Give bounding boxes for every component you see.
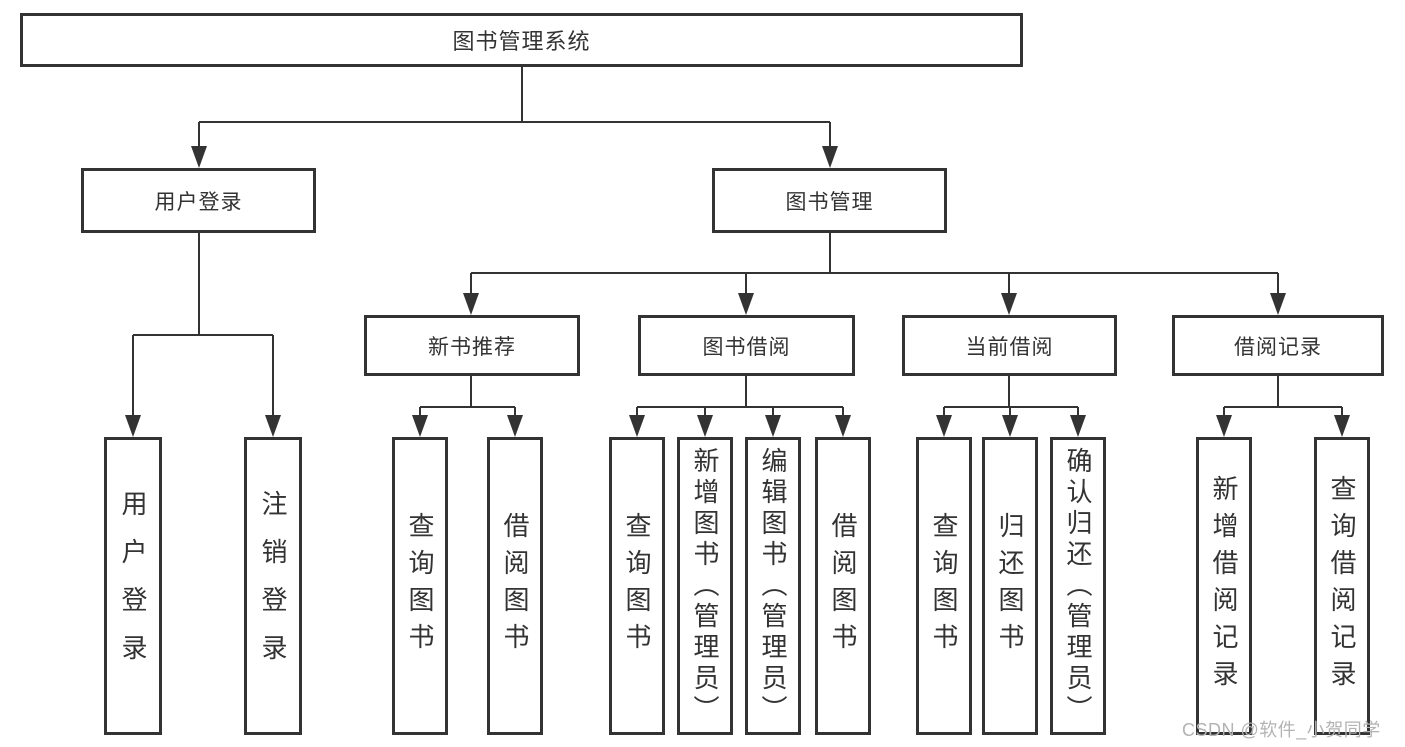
connector-root bbox=[198, 65, 831, 148]
node-label: 图书管理系统 bbox=[452, 29, 591, 54]
arrowhead-icon bbox=[738, 293, 754, 315]
node-label: 用户登录 bbox=[118, 490, 148, 682]
node-label: 编辑图书（管理员） bbox=[758, 446, 788, 726]
node-leaf-query-books-borrowing: 查询图书 bbox=[609, 437, 665, 735]
node-leaf-query-books-current: 查询图书 bbox=[916, 437, 972, 735]
arrowhead-icon bbox=[1334, 415, 1350, 437]
arrowhead-icon bbox=[1002, 415, 1018, 437]
connector-book-borrowing bbox=[636, 376, 844, 416]
node-label: 新增借阅记录 bbox=[1209, 475, 1239, 697]
arrowhead-icon bbox=[1216, 415, 1232, 437]
arrowheads bbox=[125, 146, 1350, 437]
arrowhead-icon bbox=[629, 415, 645, 437]
node-label: 新增图书（管理员） bbox=[690, 446, 720, 726]
csdn-watermark: CSDN @软件_小贺同学 bbox=[1182, 720, 1381, 740]
node-current-borrowing: 当前借阅 bbox=[902, 315, 1117, 376]
node-leaf-logout: 注销登录 bbox=[244, 437, 302, 735]
node-label: 图书借阅 bbox=[702, 335, 791, 359]
arrowhead-icon bbox=[835, 415, 851, 437]
node-label: 确认归还（管理员） bbox=[1063, 446, 1093, 726]
node-book-management: 图书管理 bbox=[712, 168, 947, 233]
node-user-login: 用户登录 bbox=[81, 168, 316, 233]
node-leaf-add-borrow-record: 新增借阅记录 bbox=[1196, 437, 1252, 735]
node-leaf-query-borrow-record: 查询借阅记录 bbox=[1314, 437, 1370, 735]
node-label: 查询借阅记录 bbox=[1327, 475, 1357, 697]
connector-current-borrowing bbox=[943, 376, 1079, 416]
arrowhead-icon bbox=[412, 415, 428, 437]
connector-new-book-recommend bbox=[419, 376, 516, 416]
node-label: 用户登录 bbox=[154, 190, 243, 214]
node-label: 查询图书 bbox=[405, 512, 435, 660]
node-label: 查询图书 bbox=[929, 512, 959, 660]
node-borrowing-records: 借阅记录 bbox=[1172, 315, 1384, 376]
arrowhead-icon bbox=[697, 415, 713, 437]
node-label: 归还图书 bbox=[995, 512, 1025, 660]
node-label: 借阅图书 bbox=[828, 512, 858, 660]
arrowhead-icon bbox=[191, 146, 207, 168]
node-label: 图书管理 bbox=[785, 190, 874, 214]
node-leaf-confirm-return-admin: 确认归还（管理员） bbox=[1050, 437, 1106, 735]
node-library-management-system: 图书管理系统 bbox=[20, 13, 1023, 67]
arrowhead-icon bbox=[507, 415, 523, 437]
node-label: 注销登录 bbox=[258, 490, 288, 682]
connector-borrowing-records bbox=[1223, 376, 1343, 416]
connector-book-management bbox=[470, 233, 1279, 294]
node-label: 借阅图书 bbox=[500, 512, 530, 660]
node-leaf-borrow-books-newbook: 借阅图书 bbox=[487, 437, 543, 735]
arrowhead-icon bbox=[125, 415, 141, 437]
arrowhead-icon bbox=[463, 293, 479, 315]
node-new-book-recommend: 新书推荐 bbox=[364, 315, 580, 376]
node-leaf-return-books: 归还图书 bbox=[982, 437, 1038, 735]
arrowhead-icon bbox=[1070, 415, 1086, 437]
arrowhead-icon bbox=[265, 415, 281, 437]
node-label: 借阅记录 bbox=[1234, 335, 1322, 359]
node-book-borrowing: 图书借阅 bbox=[638, 315, 855, 376]
node-label: 当前借阅 bbox=[965, 335, 1054, 359]
arrowhead-icon bbox=[765, 415, 781, 437]
node-leaf-edit-books-admin: 编辑图书（管理员） bbox=[745, 437, 801, 735]
arrowhead-icon bbox=[936, 415, 952, 437]
node-label: 新书推荐 bbox=[428, 335, 516, 359]
arrowhead-icon bbox=[1270, 293, 1286, 315]
node-leaf-borrow-books-borrowing: 借阅图书 bbox=[815, 437, 871, 735]
arrowhead-icon bbox=[822, 146, 838, 168]
node-leaf-query-books-newbook: 查询图书 bbox=[392, 437, 448, 735]
connector-user-login bbox=[132, 233, 274, 416]
node-label: 查询图书 bbox=[622, 512, 652, 660]
node-leaf-user-login: 用户登录 bbox=[104, 437, 162, 735]
node-leaf-add-books-admin: 新增图书（管理员） bbox=[677, 437, 733, 735]
arrowhead-icon bbox=[1001, 293, 1017, 315]
